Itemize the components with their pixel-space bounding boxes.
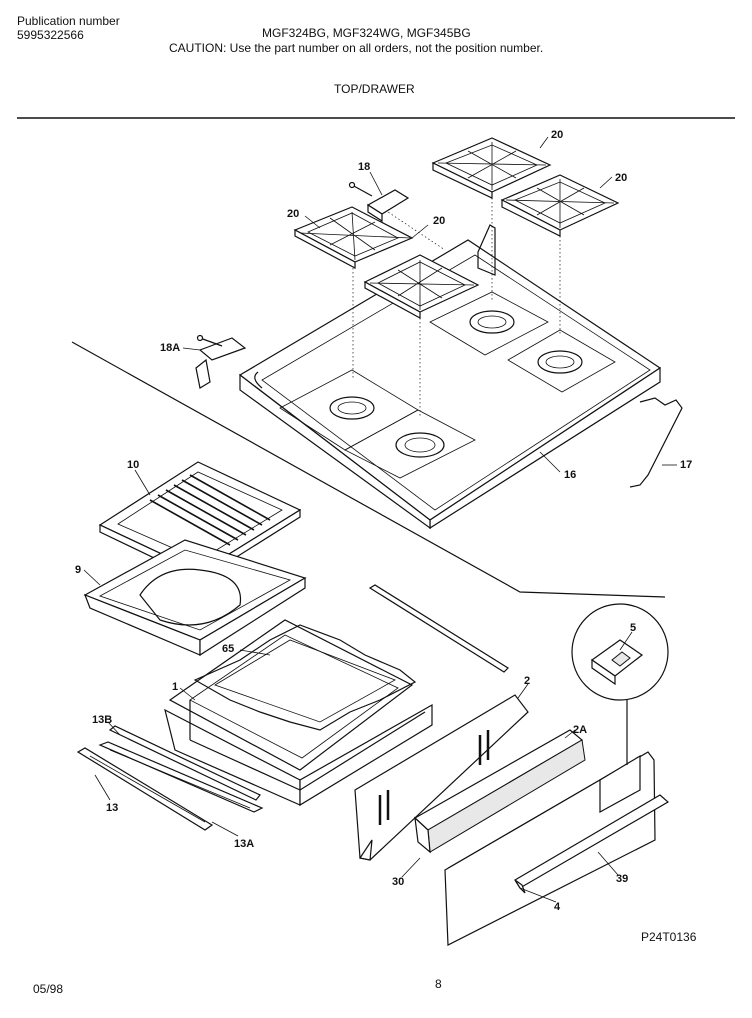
bracket-18a (195, 334, 247, 389)
separator-line (71, 341, 666, 598)
bracket-18 (348, 181, 410, 223)
callout-13b: 13B (92, 714, 112, 726)
callout-20: 20 (615, 172, 627, 184)
callout-20: 20 (287, 208, 299, 220)
cooktop-top (238, 224, 662, 530)
footer-date: 05/98 (33, 982, 64, 996)
drawer-rails (76, 725, 264, 831)
burner-grates (293, 137, 620, 320)
callout-16: 16 (564, 469, 576, 481)
top-rail (368, 584, 509, 673)
callout-20: 20 (551, 129, 563, 141)
page-number: 8 (435, 977, 442, 991)
leader-lines (83, 136, 677, 903)
callout-18: 18 (358, 161, 370, 173)
back-panel-2 (354, 694, 529, 861)
callout-2: 2 (524, 675, 530, 687)
knob-detail-5 (571, 603, 669, 765)
drawer-frame-65 (193, 624, 417, 731)
callout-65: 65 (222, 643, 234, 655)
caution-note: CAUTION: Use the part number on all orde… (169, 41, 544, 55)
callout-10: 10 (127, 459, 139, 471)
callout-5: 5 (630, 622, 636, 634)
callout-9: 9 (75, 564, 81, 576)
diagram-code: P24T0136 (641, 930, 697, 944)
callout-1: 1 (172, 681, 178, 693)
callout-13a: 13A (234, 838, 254, 850)
section-title: TOP/DRAWER (334, 82, 415, 96)
drawer-body (164, 619, 433, 807)
wire-17 (629, 397, 683, 488)
broiler-pan (83, 539, 307, 657)
publication-label: Publication number (17, 14, 120, 28)
panel-2a (413, 729, 586, 854)
model-numbers: MGF324BG, MGF324WG, MGF345BG (262, 26, 471, 40)
callout-13: 13 (106, 802, 118, 814)
callout-20: 20 (433, 215, 445, 227)
callout-17: 17 (680, 459, 692, 471)
callout-2a: 2A (573, 724, 587, 736)
callout-39: 39 (616, 873, 628, 885)
callout-30: 30 (392, 876, 404, 888)
callout-4: 4 (554, 901, 561, 913)
drawer-front-4 (444, 751, 670, 946)
callout-18a: 18A (160, 342, 180, 354)
publication-number: 5995322566 (17, 28, 84, 42)
